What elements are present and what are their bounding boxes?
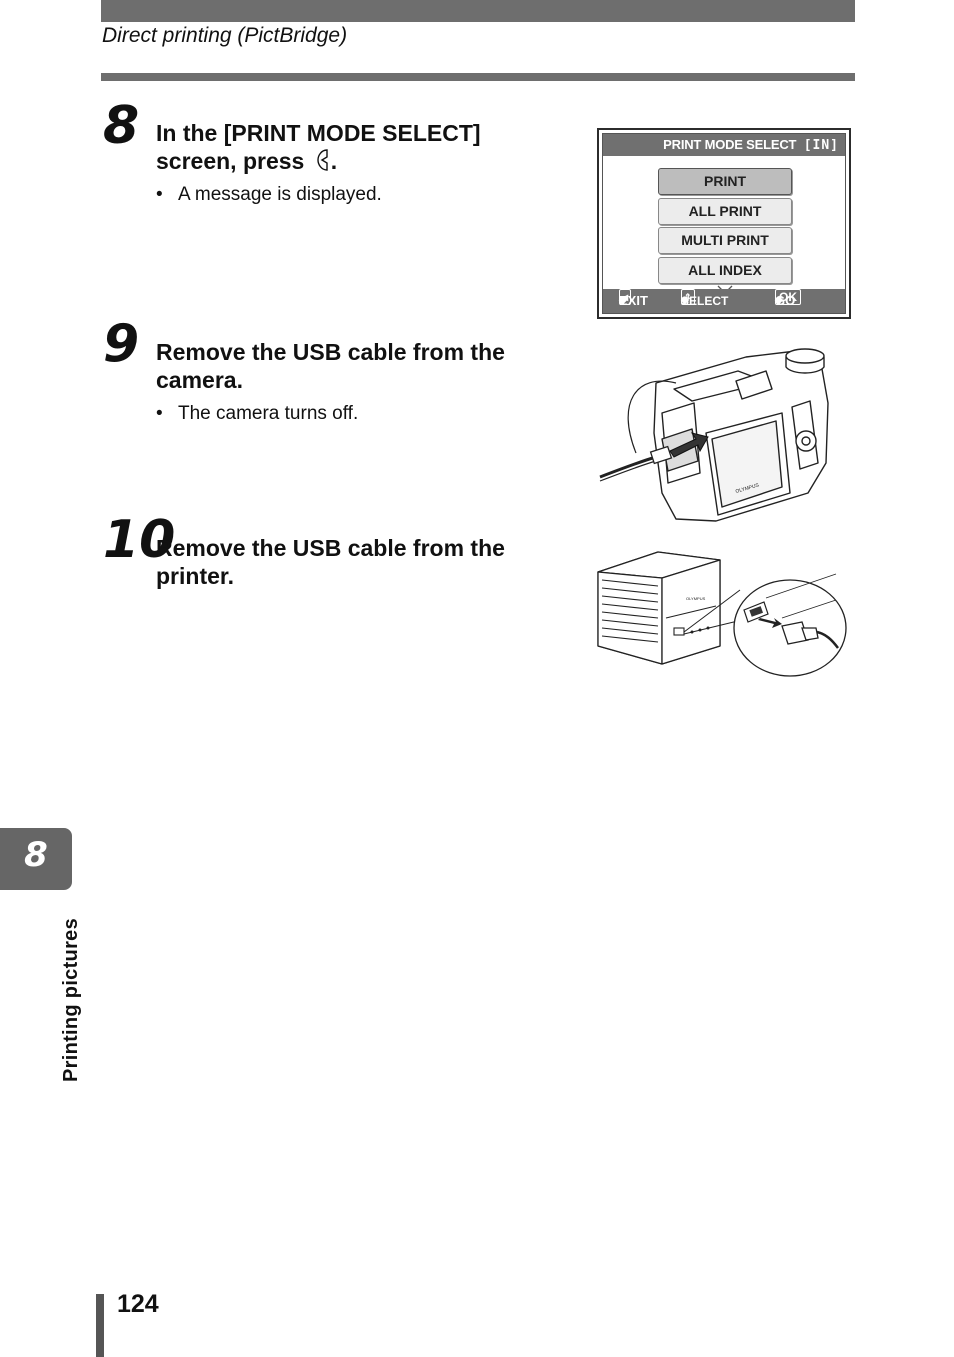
step-10-title-line2: printer.: [156, 563, 234, 589]
lcd-inner: PRINT MODE SELECT [IN] PRINT ALL PRINT M…: [602, 133, 846, 314]
internal-memory-icon: [IN]: [803, 138, 839, 153]
step-8-period: .: [330, 148, 338, 174]
step-10-title: Remove the USB cable from the printer.: [156, 534, 556, 590]
step-10-number: 10: [103, 510, 176, 570]
menu-item-print[interactable]: PRINT: [658, 168, 792, 195]
go-arrow-icon: ◆: [775, 295, 783, 306]
step-9-bullet: • The camera turns off.: [156, 403, 358, 425]
step-10-title-line1: Remove the USB cable from the: [156, 535, 505, 561]
left-arrow-button-icon: [315, 148, 331, 178]
step-8-number: 8: [103, 96, 140, 156]
bullet-dot: •: [156, 403, 163, 424]
step-8-bullet: • A message is displayed.: [156, 184, 382, 206]
print-mode-select-screen: PRINT MODE SELECT [IN] PRINT ALL PRINT M…: [597, 128, 851, 319]
step-8-title-line2: screen, press .: [156, 147, 556, 178]
page-header-title: Direct printing (PictBridge): [102, 24, 348, 47]
chapter-number: 8: [24, 835, 48, 875]
lcd-footer: EXIT◆◂ SELECT◆⇕ GO◆OK: [603, 289, 845, 313]
step-8-bullet-text: A message is displayed.: [178, 184, 382, 205]
ok-key-icon: OK: [775, 289, 801, 305]
step-9-title-line1: Remove the USB cable from the: [156, 339, 505, 365]
page-number: 124: [117, 1290, 159, 1318]
step-9-bullet-text: The camera turns off.: [178, 403, 359, 424]
menu-item-multi-print[interactable]: MULTI PRINT: [658, 227, 792, 254]
chapter-tab: [0, 828, 72, 890]
exit-arrow-icon: ◆: [619, 295, 627, 306]
camera-usb-removal-illustration: OLYMPUS: [599, 348, 829, 522]
select-arrow-icon: ◆: [681, 295, 689, 306]
step-9-number: 9: [103, 314, 140, 374]
up-down-key-icon: ⇕: [681, 289, 695, 305]
menu-item-all-index[interactable]: ALL INDEX: [658, 257, 792, 284]
header-divider: [101, 73, 855, 81]
menu-item-all-print[interactable]: ALL PRINT: [658, 198, 792, 225]
lcd-header: PRINT MODE SELECT [IN]: [603, 134, 845, 156]
bullet-dot: •: [156, 184, 163, 205]
svg-text:OLYMPUS: OLYMPUS: [686, 596, 706, 601]
step-8-title-line1: In the [PRINT MODE SELECT]: [156, 120, 481, 146]
chapter-label: Printing pictures: [60, 917, 82, 1082]
left-key-icon: ◂: [619, 289, 632, 305]
step-9-title-line2: camera.: [156, 367, 243, 393]
top-header-bar: [101, 0, 855, 22]
printer-usb-removal-illustration: OLYMPUS: [597, 551, 847, 677]
step-8-title: In the [PRINT MODE SELECT] screen, press…: [156, 119, 556, 178]
footer-page-bar: [96, 1294, 104, 1357]
step-8-title-line2-text: screen, press: [156, 148, 305, 174]
lcd-title: PRINT MODE SELECT: [663, 137, 797, 152]
step-9-title: Remove the USB cable from the camera.: [156, 338, 556, 394]
